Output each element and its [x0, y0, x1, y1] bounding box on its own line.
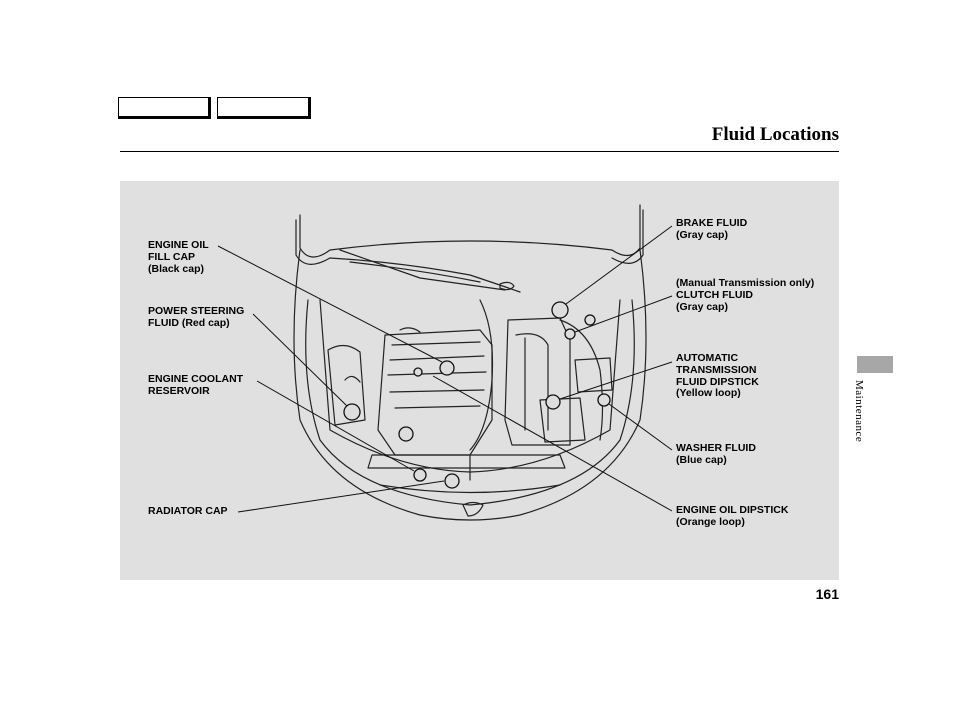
washer-fluid-cap-marker [597, 393, 611, 407]
section-tab-marker [857, 356, 893, 373]
label-atf-dipstick: AUTOMATIC TRANSMISSION FLUID DIPSTICK (Y… [676, 352, 759, 400]
label-engine-oil-dipstick: ENGINE OIL DIPSTICK (Orange loop) [676, 504, 789, 528]
label-engine-coolant-reservoir: ENGINE COOLANT RESERVOIR [148, 373, 244, 397]
label-engine-oil-fill-cap: ENGINE OIL FILL CAP (Black cap) [148, 239, 209, 275]
leader-atf-dipstick [559, 361, 673, 400]
leader-brake-fluid [565, 225, 673, 305]
diagram-panel [120, 181, 839, 580]
nav-box-previous[interactable] [118, 97, 211, 119]
label-radiator-cap: RADIATOR CAP [148, 505, 228, 517]
leader-radiator-cap [237, 480, 445, 513]
radiator-cap-marker [444, 473, 460, 489]
power-steering-cap-marker [343, 403, 361, 421]
leader-engine-oil-fill-cap [217, 245, 443, 363]
clutch-fluid-cap-marker [564, 328, 576, 340]
body-outline [293, 249, 647, 521]
leader-power-steering [252, 313, 348, 407]
oil-fill-cap-marker [439, 360, 455, 376]
leader-washer-fluid [608, 403, 673, 451]
hood-outline [299, 204, 641, 258]
label-brake-fluid: BRAKE FLUID (Gray cap) [676, 217, 748, 241]
atf-dipstick-marker [545, 394, 561, 410]
oil-dipstick-marker [398, 426, 414, 442]
section-tab-label: Maintenance [853, 380, 865, 443]
leader-engine-coolant [256, 380, 415, 472]
air-box [504, 317, 571, 446]
engine-block [377, 329, 493, 456]
label-washer-fluid: WASHER FLUID (Blue cap) [676, 442, 756, 466]
coolant-reservoir-marker [413, 468, 427, 482]
label-power-steering-fluid: POWER STEERING FLUID (Red cap) [148, 305, 245, 329]
brake-fluid-cap-marker [551, 301, 569, 319]
leader-engine-oil-dipstick [432, 375, 673, 512]
leader-clutch-fluid [574, 295, 673, 333]
label-clutch-fluid: (Manual Transmission only) CLUTCH FLUID … [676, 277, 815, 313]
nav-box-next[interactable] [217, 97, 311, 119]
page-number: 161 [815, 586, 839, 602]
title-rule [120, 151, 839, 152]
page-title: Fluid Locations [711, 124, 839, 145]
